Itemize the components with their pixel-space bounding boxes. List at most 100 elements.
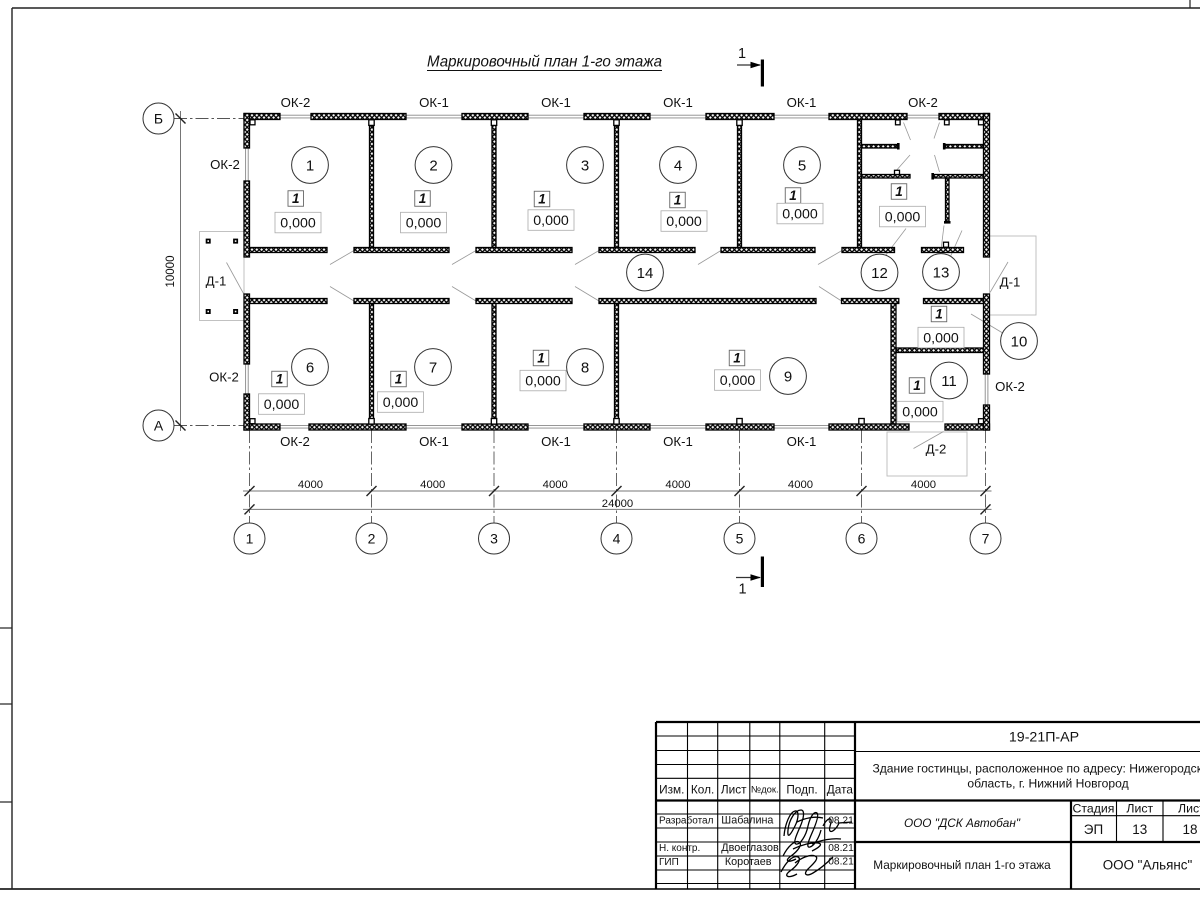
svg-text:08.21: 08.21 <box>828 857 854 868</box>
svg-text:2: 2 <box>368 531 376 547</box>
svg-text:Лист: Лист <box>1126 802 1153 816</box>
svg-text:Двоеглазов: Двоеглазов <box>721 842 779 854</box>
svg-text:6: 6 <box>858 531 866 547</box>
svg-text:1: 1 <box>306 157 314 174</box>
svg-text:1: 1 <box>674 193 682 208</box>
svg-text:Листов: Листов <box>1178 802 1200 816</box>
svg-text:1: 1 <box>276 372 284 387</box>
svg-text:13: 13 <box>1132 822 1147 837</box>
svg-text:Д-1: Д-1 <box>206 274 227 289</box>
svg-text:1: 1 <box>395 372 403 387</box>
svg-text:ООО "Альянс": ООО "Альянс" <box>1103 857 1193 872</box>
svg-text:ОК-2: ОК-2 <box>209 370 239 385</box>
svg-text:1: 1 <box>733 351 741 366</box>
svg-text:ОК-1: ОК-1 <box>787 434 817 449</box>
svg-text:1: 1 <box>538 192 546 207</box>
svg-text:Шабалина: Шабалина <box>721 814 773 826</box>
svg-text:Маркировочный план 1-го этажа: Маркировочный план 1-го этажа <box>873 858 1051 872</box>
svg-text:Здание гостинцы, расположенное: Здание гостинцы, расположенное по адресу… <box>872 762 1200 776</box>
svg-text:3: 3 <box>490 531 498 547</box>
svg-text:4: 4 <box>613 531 621 547</box>
svg-text:ОК-1: ОК-1 <box>541 95 571 110</box>
svg-text:14: 14 <box>637 265 654 282</box>
svg-text:0,000: 0,000 <box>280 216 316 232</box>
svg-text:0,000: 0,000 <box>720 373 756 389</box>
svg-text:7: 7 <box>429 359 437 376</box>
svg-text:Б: Б <box>154 111 163 127</box>
svg-text:А: А <box>154 418 164 434</box>
svg-text:ГИП: ГИП <box>659 857 679 868</box>
svg-text:08.21: 08.21 <box>828 843 854 854</box>
svg-text:4000: 4000 <box>420 479 445 491</box>
svg-text:0,000: 0,000 <box>923 331 959 347</box>
svg-text:ОК-2: ОК-2 <box>908 95 938 110</box>
svg-text:Подп.: Подп. <box>786 783 817 797</box>
svg-text:08.21: 08.21 <box>828 815 854 826</box>
svg-text:1: 1 <box>789 188 797 203</box>
svg-text:4000: 4000 <box>911 479 936 491</box>
svg-text:ОК-2: ОК-2 <box>280 434 310 449</box>
svg-text:Лист: Лист <box>721 783 747 797</box>
svg-text:19-21П-АР: 19-21П-АР <box>1009 730 1079 746</box>
svg-text:0,000: 0,000 <box>264 397 300 413</box>
svg-text:9: 9 <box>784 368 792 385</box>
svg-text:Разработал: Разработал <box>659 814 714 826</box>
svg-text:Д-2: Д-2 <box>926 441 947 456</box>
svg-text:Н. контр.: Н. контр. <box>659 843 700 854</box>
svg-text:ОК-1: ОК-1 <box>541 434 571 449</box>
svg-text:Изм.: Изм. <box>659 783 684 797</box>
svg-text:1: 1 <box>895 184 903 199</box>
svg-text:0,000: 0,000 <box>383 395 419 411</box>
svg-text:№док.: №док. <box>751 785 779 796</box>
svg-text:4000: 4000 <box>298 479 323 491</box>
svg-text:Коротаев: Коротаев <box>725 856 772 868</box>
svg-text:ОК-2: ОК-2 <box>995 379 1025 394</box>
svg-text:ОК-1: ОК-1 <box>663 434 693 449</box>
svg-text:1: 1 <box>537 351 545 366</box>
svg-text:0,000: 0,000 <box>885 210 921 226</box>
svg-text:18: 18 <box>1182 822 1197 837</box>
svg-text:10: 10 <box>1011 333 1028 350</box>
svg-text:4000: 4000 <box>788 479 813 491</box>
svg-text:10000: 10000 <box>165 256 177 288</box>
svg-text:Стадия: Стадия <box>1073 802 1115 816</box>
svg-text:5: 5 <box>798 157 806 174</box>
svg-text:Маркировочный план 1-го этажа: Маркировочный план 1-го этажа <box>427 54 662 71</box>
svg-text:ООО "ДСК Автобан": ООО "ДСК Автобан" <box>904 816 1021 830</box>
svg-text:4000: 4000 <box>665 479 690 491</box>
svg-text:Дата: Дата <box>827 783 854 797</box>
svg-text:область, г. Нижний Новгород: область, г. Нижний Новгород <box>967 776 1128 790</box>
svg-text:ОК-1: ОК-1 <box>663 95 693 110</box>
svg-text:Д-1: Д-1 <box>1000 275 1021 290</box>
svg-text:12: 12 <box>871 265 888 282</box>
svg-text:2: 2 <box>429 157 437 174</box>
svg-text:ЭП: ЭП <box>1084 822 1103 837</box>
svg-text:1: 1 <box>913 378 921 393</box>
svg-text:4: 4 <box>674 157 682 174</box>
svg-text:ОК-2: ОК-2 <box>210 157 240 172</box>
svg-text:4000: 4000 <box>543 479 568 491</box>
svg-text:1: 1 <box>935 307 943 322</box>
svg-text:0,000: 0,000 <box>782 207 818 223</box>
svg-text:1: 1 <box>419 191 427 206</box>
svg-text:1: 1 <box>738 46 746 62</box>
svg-text:ОК-2: ОК-2 <box>281 95 311 110</box>
svg-text:8: 8 <box>581 359 589 376</box>
svg-text:5: 5 <box>736 531 744 547</box>
svg-text:0,000: 0,000 <box>406 216 442 232</box>
svg-text:0,000: 0,000 <box>525 374 561 390</box>
svg-text:1: 1 <box>246 531 254 547</box>
svg-text:11: 11 <box>941 373 957 390</box>
svg-text:1: 1 <box>292 191 300 206</box>
svg-text:0,000: 0,000 <box>533 213 569 229</box>
svg-text:ОК-1: ОК-1 <box>419 95 449 110</box>
svg-text:13: 13 <box>933 264 950 281</box>
svg-text:ОК-1: ОК-1 <box>787 95 817 110</box>
svg-text:0,000: 0,000 <box>666 214 702 230</box>
svg-text:7: 7 <box>982 531 990 547</box>
svg-text:1: 1 <box>738 582 746 598</box>
svg-text:24000: 24000 <box>602 498 633 510</box>
svg-text:ОК-1: ОК-1 <box>419 434 449 449</box>
svg-text:0,000: 0,000 <box>902 405 938 421</box>
svg-text:Кол.: Кол. <box>691 783 714 797</box>
